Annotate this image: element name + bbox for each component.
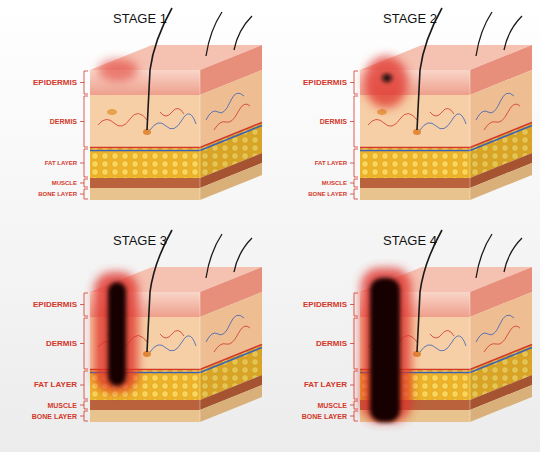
layer-label: BONE LAYER bbox=[38, 191, 77, 197]
layer-label: DERMIS bbox=[46, 340, 77, 348]
layer-label: EPIDERMIS bbox=[33, 79, 77, 87]
stage-title: STAGE 2 bbox=[383, 12, 437, 25]
layer-label: DERMIS bbox=[316, 340, 347, 348]
layer-label: EPIDERMIS bbox=[303, 301, 347, 309]
layer-label: MUSCLE bbox=[47, 402, 77, 409]
layer-label: BONE LAYER bbox=[308, 191, 347, 197]
layer-label: EPIDERMIS bbox=[33, 301, 77, 309]
layer-label: FAT LAYER bbox=[45, 160, 77, 166]
layer-label: DERMIS bbox=[50, 118, 77, 125]
layer-label: MUSCLE bbox=[322, 180, 347, 186]
stage-title: STAGE 1 bbox=[113, 12, 167, 25]
layer-label: BONE LAYER bbox=[32, 413, 77, 420]
layer-label: MUSCLE bbox=[52, 180, 77, 186]
layer-label: BONE LAYER bbox=[302, 413, 347, 420]
layer-label: FAT LAYER bbox=[304, 381, 347, 389]
layer-label: MUSCLE bbox=[317, 402, 347, 409]
layer-label: EPIDERMIS bbox=[303, 79, 347, 87]
stage-title: STAGE 3 bbox=[113, 234, 167, 247]
layer-label: FAT LAYER bbox=[315, 160, 347, 166]
layer-label: FAT LAYER bbox=[34, 381, 77, 389]
stage-title: STAGE 4 bbox=[383, 234, 437, 247]
layer-label: DERMIS bbox=[320, 118, 347, 125]
